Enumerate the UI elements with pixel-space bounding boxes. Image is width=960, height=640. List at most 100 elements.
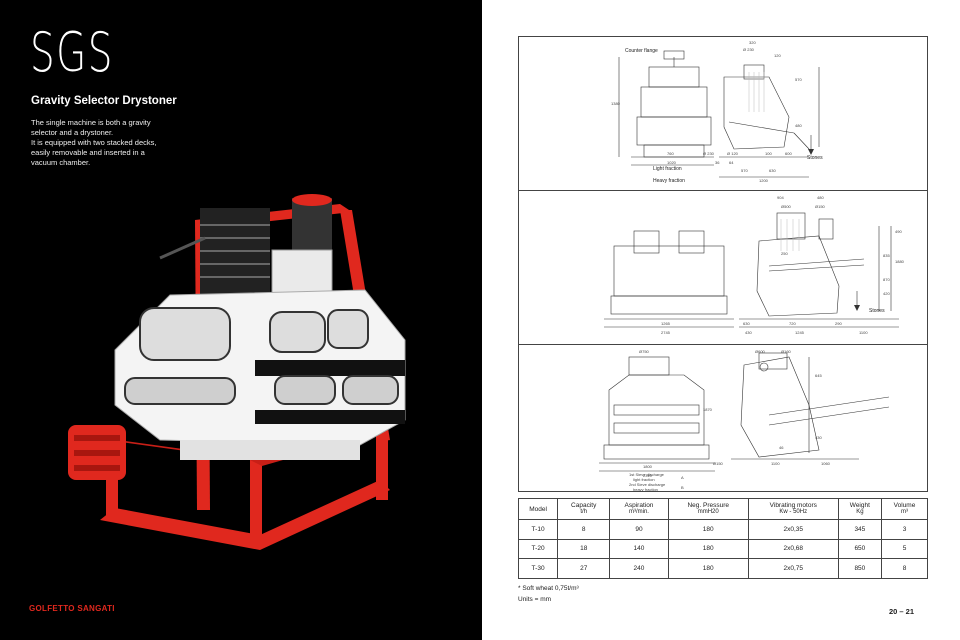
dim-label: 1380 bbox=[611, 101, 620, 106]
dim-label: 120 bbox=[774, 53, 781, 58]
table-cell: 240 bbox=[609, 558, 669, 579]
table-cell: 90 bbox=[609, 519, 669, 540]
dim-label: 1800 bbox=[643, 464, 652, 469]
dim-label: 250 bbox=[781, 251, 788, 256]
drawing-t30-svg bbox=[599, 352, 890, 472]
header-model: Model bbox=[517, 498, 559, 520]
dim-label: 480 bbox=[817, 195, 824, 200]
dim-label: 720 bbox=[789, 321, 796, 326]
table-cell: 2x0,68 bbox=[747, 538, 839, 559]
table-cell: 650 bbox=[837, 538, 883, 559]
dim-label: 1100 bbox=[771, 461, 780, 466]
dim-label: 1245 bbox=[795, 330, 804, 335]
dim-label: 1020 bbox=[667, 160, 676, 165]
table-cell: 850 bbox=[837, 558, 883, 579]
table-cell: T-30 bbox=[517, 558, 559, 579]
dim-label: 904 bbox=[777, 195, 784, 200]
label-stones: Stones bbox=[807, 155, 823, 161]
dim-label: 290 bbox=[835, 321, 842, 326]
dim-label: 1200 bbox=[759, 178, 768, 183]
technical-drawings: Counter flange Light fraction Heavy frac… bbox=[518, 36, 928, 492]
dim-label: Ø 230 bbox=[703, 151, 714, 156]
dim-label: Ø 230 bbox=[743, 47, 754, 52]
table-cell: T-20 bbox=[517, 538, 559, 559]
product-title: SGS bbox=[30, 21, 114, 84]
left-page: SGS Gravity Selector Drystoner The singl… bbox=[0, 0, 482, 640]
dim-label: 36 bbox=[715, 160, 720, 165]
dim-label: 630 bbox=[743, 321, 750, 326]
dim-label: Ø160 bbox=[781, 349, 791, 354]
dim-label: 760 bbox=[667, 151, 674, 156]
legend-second-sieve: 2nd Sieve discharge bbox=[629, 482, 666, 487]
table-row: T-10 8 90 180 2x0,35 345 3 bbox=[517, 519, 928, 540]
dim-label: Ø150 bbox=[713, 461, 723, 466]
dim-label: 490 bbox=[895, 229, 902, 234]
drawing-t20-svg bbox=[604, 212, 899, 328]
legend-mark-b: B bbox=[681, 485, 684, 490]
footnote-units: Units = mm bbox=[518, 596, 552, 603]
legend-first-sieve: 1st Sieve discharge bbox=[629, 472, 664, 477]
dim-label: 1100 bbox=[859, 330, 868, 335]
table-cell: T-10 bbox=[517, 519, 559, 540]
table-cell: 140 bbox=[609, 538, 669, 559]
footnote: * Soft wheat 0,75t/m³ Units = mm bbox=[518, 583, 579, 605]
dim-label: Ø150 bbox=[815, 204, 825, 209]
dim-label: 420 bbox=[883, 291, 890, 296]
label-heavy-fraction: Heavy fraction bbox=[653, 178, 685, 184]
dim-label: Ø 120 bbox=[727, 151, 738, 156]
dim-label: 570 bbox=[741, 168, 748, 173]
dim-label: 600 bbox=[785, 151, 792, 156]
drawing-panel-t20: Stones 904 480 Ø500 Ø150 250 490 835 188… bbox=[519, 191, 927, 345]
dim-label: 835 bbox=[883, 253, 890, 258]
table-cell: 180 bbox=[667, 558, 749, 579]
table-cell: 180 bbox=[667, 519, 749, 540]
table-cell: 180 bbox=[667, 538, 749, 559]
dim-label: 64 bbox=[729, 160, 734, 165]
label-counter-flange: Counter flange bbox=[625, 48, 658, 54]
dim-label: 1870 bbox=[703, 407, 712, 412]
table-cell: 18 bbox=[557, 538, 611, 559]
machine-photo bbox=[68, 194, 406, 550]
dim-label: 645 bbox=[815, 373, 822, 378]
legend-mark-a: A bbox=[681, 475, 684, 480]
table-row: T-30 27 240 180 2x0,75 850 8 bbox=[517, 558, 928, 579]
brand-logo: GOLFETTO SANGATI bbox=[29, 604, 115, 613]
dim-label: 570 bbox=[795, 77, 802, 82]
table-cell: 27 bbox=[557, 558, 611, 579]
table-cell: 5 bbox=[881, 538, 928, 559]
label-light-fraction: Light fraction bbox=[653, 166, 682, 172]
table-cell: 8 bbox=[557, 519, 611, 540]
product-description: The single machine is both a gravity sel… bbox=[31, 118, 157, 167]
table-cell: 8 bbox=[881, 558, 928, 579]
table-cell: 2x0,35 bbox=[747, 519, 839, 540]
product-subtitle: Gravity Selector Drystoner bbox=[31, 95, 177, 107]
table-row: T-20 18 140 180 2x0,68 650 5 bbox=[517, 538, 928, 559]
footnote-density: * Soft wheat 0,75t/m³ bbox=[518, 585, 579, 592]
dim-label: 1060 bbox=[821, 461, 830, 466]
dim-label: 430 bbox=[745, 330, 752, 335]
dim-label: 320 bbox=[749, 40, 756, 45]
dim-label: 1265 bbox=[661, 321, 670, 326]
dim-label: 480 bbox=[795, 123, 802, 128]
label-stones: Stones bbox=[869, 308, 885, 314]
dim-label: 2745 bbox=[661, 330, 670, 335]
dim-label: 630 bbox=[769, 168, 776, 173]
dim-label: 430 bbox=[815, 435, 822, 440]
dim-label: Ø600 bbox=[755, 349, 765, 354]
dim-label: 2310 bbox=[643, 473, 652, 478]
drawing-t10-svg bbox=[618, 50, 820, 178]
legend-heavy-fraction: heavy fraction bbox=[633, 487, 658, 492]
table-cell: 3 bbox=[881, 519, 928, 540]
table-cell: 2x0,75 bbox=[747, 558, 839, 579]
dim-label: 100 bbox=[765, 151, 772, 156]
dim-label: Ø750 bbox=[639, 349, 649, 354]
dim-label: 1880 bbox=[895, 259, 904, 264]
legend-light-fraction: light fraction bbox=[633, 477, 655, 482]
